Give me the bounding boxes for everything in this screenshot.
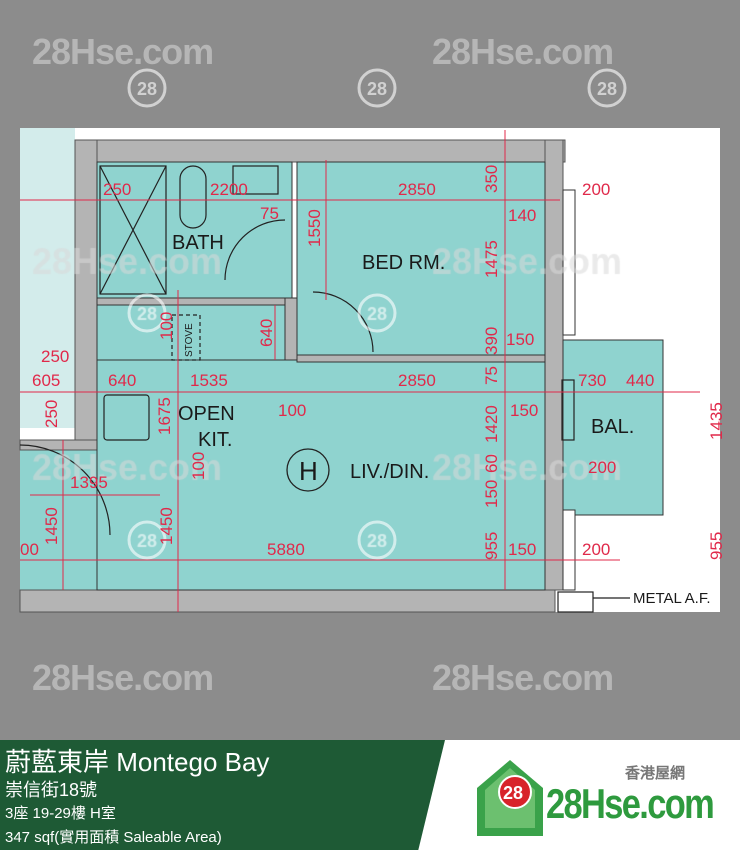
dim-label: 1420 xyxy=(482,405,501,443)
dim-label: 640 xyxy=(257,319,276,347)
dim-label: 250 xyxy=(42,400,61,428)
watermark-text: 28Hse.com xyxy=(432,657,613,698)
watermarks-outer: 28Hse.com 28Hse.com 28Hse.com 28Hse.com … xyxy=(32,31,617,698)
stove-label: STOVE xyxy=(184,323,195,357)
dim-label: 150 xyxy=(506,330,534,349)
dim-label: 1395 xyxy=(70,473,108,492)
dim-label: 200 xyxy=(582,540,610,559)
room-label-bedroom: BED RM. xyxy=(362,252,445,274)
dim-label: 100 xyxy=(189,452,208,480)
dim-label: 00 xyxy=(20,540,39,559)
footer: 蔚藍東岸 Montego Bay 崇信街18號 3座 19-29樓 H室 347… xyxy=(0,740,740,850)
watermark-badge: 28 xyxy=(137,79,157,99)
room-label-balcony: BAL. xyxy=(591,416,634,438)
dim-label: 1435 xyxy=(707,402,726,440)
property-info-panel: 蔚藍東岸 Montego Bay 崇信街18號 3座 19-29樓 H室 347… xyxy=(0,740,445,850)
brand-badge: 28 xyxy=(503,783,523,803)
dim-label: 250 xyxy=(103,180,131,199)
dimensions-horizontal: 250 2200 2850 200 75 140 150 250 605 640… xyxy=(20,180,654,559)
dim-label: 100 xyxy=(278,401,306,420)
property-address: 崇信街18號 xyxy=(5,780,98,800)
dim-label: 150 xyxy=(508,540,536,559)
unit-mark-circle xyxy=(286,448,330,492)
dim-label: 1675 xyxy=(155,397,174,435)
dim-label: 955 xyxy=(482,532,501,560)
dim-label: 75 xyxy=(482,366,501,385)
dim-label: 955 xyxy=(707,532,726,560)
property-title: 蔚藍東岸 Montego Bay xyxy=(5,747,270,777)
dim-label: 390 xyxy=(482,327,501,355)
dim-label: 1450 xyxy=(42,507,61,545)
metal-af-label: METAL A.F. xyxy=(633,590,711,607)
dim-label: 605 xyxy=(32,371,60,390)
dimensions-vertical: 350 1550 1475 100 640 390 75 250 1675 14… xyxy=(42,165,726,560)
room-label-kitchen: KIT. xyxy=(198,429,232,451)
dim-label: 150 xyxy=(510,401,538,420)
dim-label: 60 xyxy=(482,454,501,473)
brand-house-logo-icon: 28 xyxy=(477,760,543,836)
property-area: 347 sqf(實用面積 Saleable Area) xyxy=(5,829,222,846)
dim-label: 1475 xyxy=(482,240,501,278)
dim-label: 5880 xyxy=(267,540,305,559)
room-label-bath: BATH xyxy=(172,232,224,254)
dim-label: 440 xyxy=(626,371,654,390)
dim-label: 730 xyxy=(578,371,606,390)
watermark-image xyxy=(0,0,740,740)
dim-label: 75 xyxy=(260,204,279,223)
brand-chinese-name: 香港屋網 xyxy=(625,765,686,782)
dim-label: 1550 xyxy=(305,209,324,247)
watermark-text: 28Hse.com xyxy=(32,31,213,72)
room-label-living-dining: LIV./DIN. xyxy=(350,461,429,483)
dim-label: 250 xyxy=(41,347,69,366)
watermark-badge: 28 xyxy=(597,79,617,99)
dim-label: 200 xyxy=(582,180,610,199)
brand-name: 28Hse.com xyxy=(546,780,715,827)
unit-mark: H xyxy=(299,456,318,486)
room-labels: BATH BED RM. STOVE OPEN KIT. H LIV./DIN.… xyxy=(172,232,711,607)
watermark-text: 28Hse.com xyxy=(32,657,213,698)
floor-plan: 250 2200 2850 200 75 140 150 250 605 640… xyxy=(0,0,740,740)
property-unit: 3座 19-29樓 H室 xyxy=(5,805,116,822)
dim-label: 1535 xyxy=(190,371,228,390)
dim-label: 140 xyxy=(508,206,536,225)
dim-label: 2850 xyxy=(398,180,436,199)
dim-label: 640 xyxy=(108,371,136,390)
dim-label: 350 xyxy=(482,165,501,193)
dim-label: 2850 xyxy=(398,371,436,390)
watermark-text: 28Hse.com xyxy=(432,31,613,72)
watermark-badge-rings xyxy=(127,68,627,560)
dim-label: 1450 xyxy=(157,507,176,545)
dim-label: 200 xyxy=(588,458,616,477)
dim-label: 150 xyxy=(482,480,501,508)
room-label-open: OPEN xyxy=(178,403,235,425)
dim-label: 2200 xyxy=(210,180,248,199)
watermark-badge: 28 xyxy=(367,79,387,99)
dim-label: 100 xyxy=(157,312,176,340)
